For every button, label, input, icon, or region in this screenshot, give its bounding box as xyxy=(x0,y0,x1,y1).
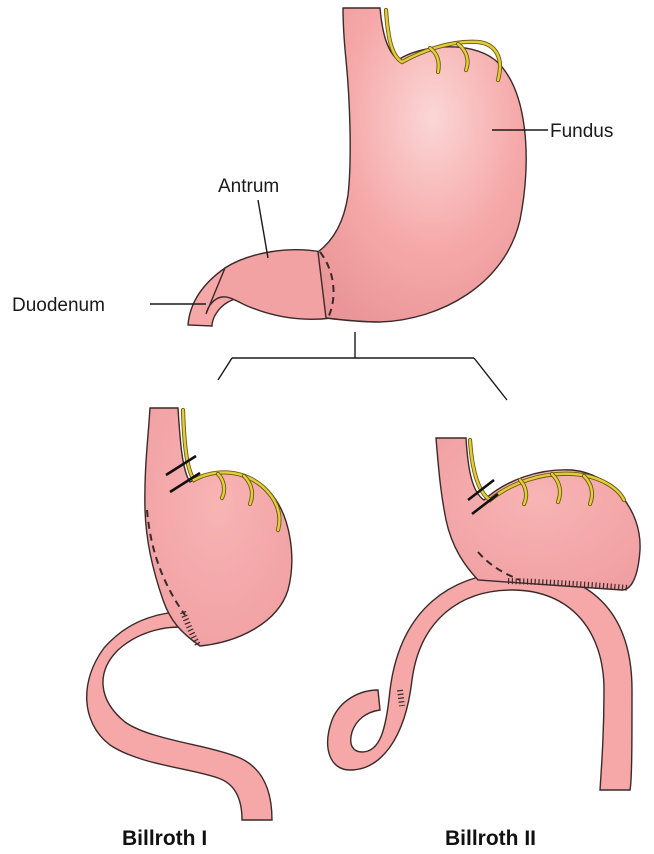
billroth-1-figure: Billroth I xyxy=(87,408,292,850)
stomach-body xyxy=(318,8,526,322)
procedure-bracket xyxy=(218,332,507,400)
antrum-leader xyxy=(258,200,268,258)
billroth-2-remnant xyxy=(436,438,640,590)
intact-stomach: Fundus Antrum Duodenum xyxy=(12,8,613,326)
fundus-label: Fundus xyxy=(550,121,613,142)
duodenum-label: Duodenum xyxy=(12,295,105,316)
billroth-2-jejunal-loop xyxy=(328,572,632,790)
billroth-1-remnant xyxy=(145,408,292,646)
billroth-1-duodenum xyxy=(87,612,272,820)
billroth-2-figure: Billroth II xyxy=(328,438,640,850)
billroth-2-caption: Billroth II xyxy=(445,827,536,850)
antrum-segment xyxy=(206,250,332,320)
antrum-label: Antrum xyxy=(218,176,279,197)
billroth-1-caption: Billroth I xyxy=(122,827,207,850)
